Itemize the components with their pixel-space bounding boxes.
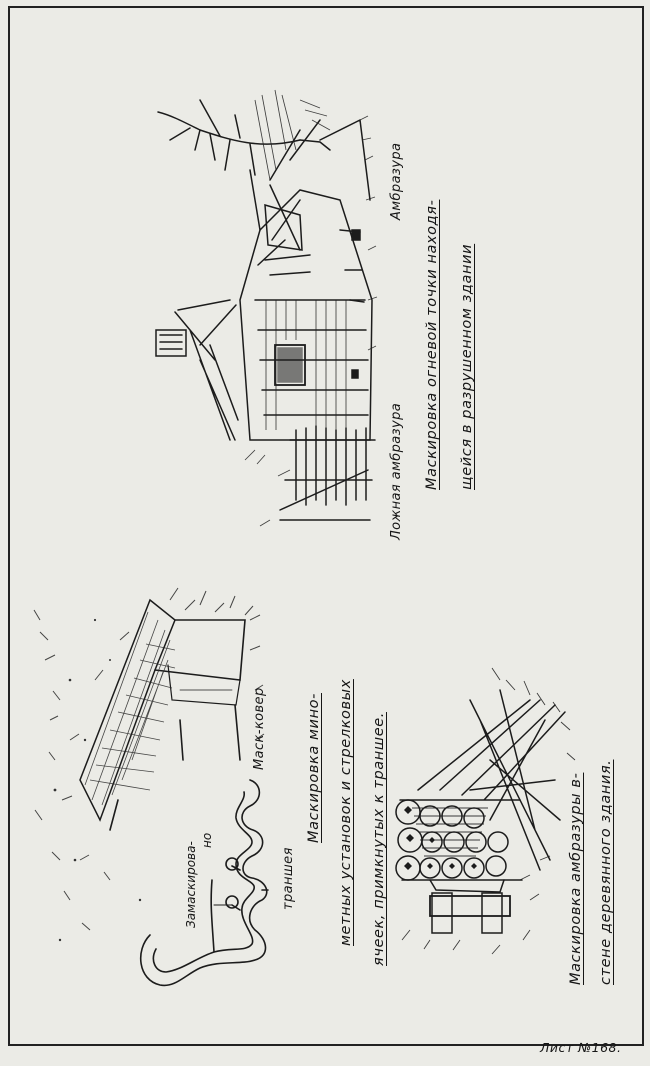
page-border-frame [8, 6, 644, 1046]
sheet-number: Лист №168. [540, 1040, 622, 1055]
label-trench: траншея [281, 847, 296, 910]
label-false-embrasure: Ложная амбразура [389, 402, 404, 540]
label-mask-mat: Маск-ковер [252, 687, 267, 770]
label-masked-cont: но [200, 832, 214, 848]
caption-mortar-line3: ячеек, примкнутых к траншее. [371, 712, 387, 966]
label-embrasure: Амбразура [389, 142, 404, 220]
caption-mortar-line1: Маскировка мино- [306, 693, 322, 843]
caption-log-wall-line2: стене деревянного здания. [598, 759, 614, 985]
caption-log-wall-line1: Маскировка амбразуры в- [568, 772, 584, 985]
caption-ruined-line2: щейся в разрушенном здании [459, 243, 475, 490]
caption-ruined-line1: Маскировка огневой точки находя- [424, 199, 440, 490]
caption-mortar-line2: метных установок и стрелковых [338, 679, 354, 946]
label-masked: Замаскирова- [184, 841, 198, 928]
